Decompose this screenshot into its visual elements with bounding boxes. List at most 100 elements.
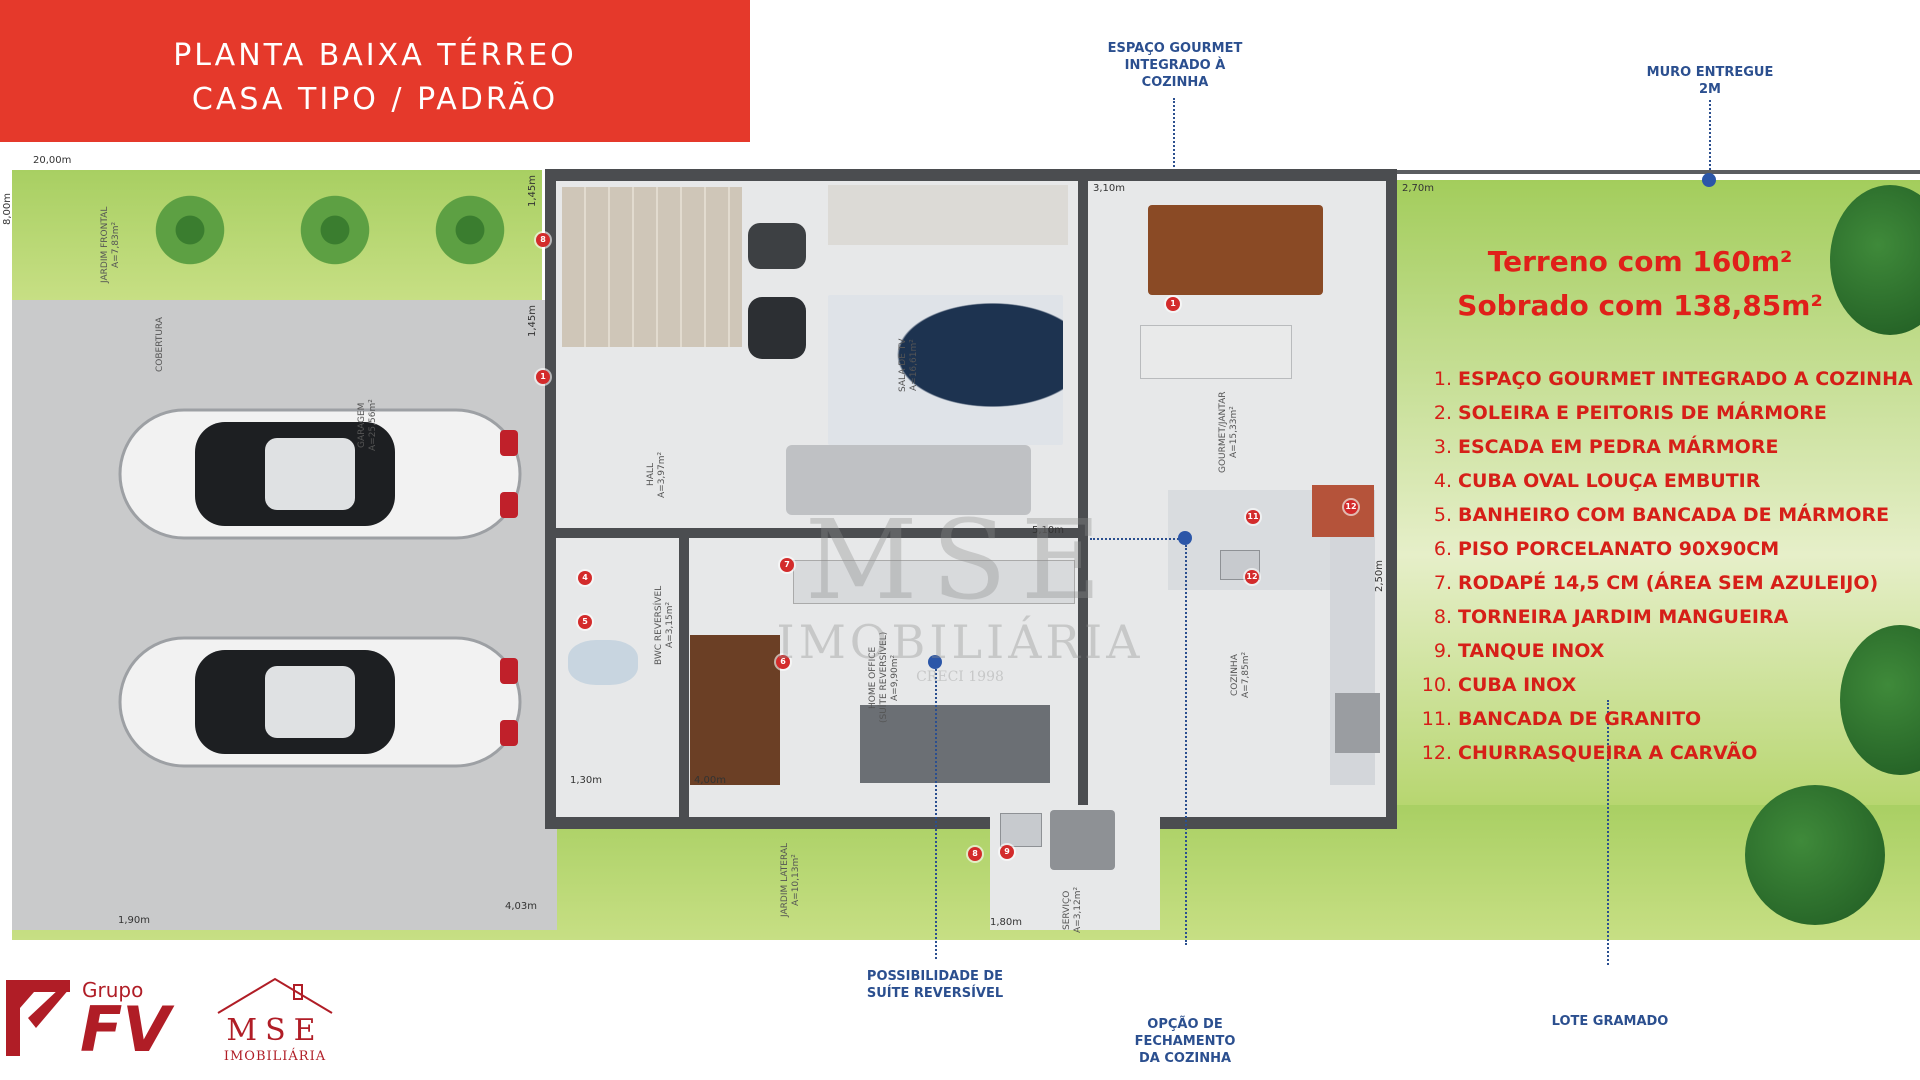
- kitchen-closing-dot: [1178, 531, 1192, 545]
- plan-marker-8b: 8: [968, 847, 982, 861]
- feature-text: CHURRASQUEIRA A CARVÃO: [1458, 742, 1758, 764]
- summary-sobrado: Sobrado com 138,85m²: [1457, 289, 1823, 322]
- feature-item: 9.TANQUE INOX: [1418, 634, 1918, 668]
- feature-item: 4.CUBA OVAL LOUÇA EMBUTIR: [1418, 464, 1918, 498]
- dining-table: [1148, 205, 1323, 295]
- feature-text: TORNEIRA JARDIM MANGUEIRA: [1458, 606, 1789, 628]
- title-banner: PLANTA BAIXA TÉRREO CASA TIPO / PADRÃO: [0, 0, 750, 142]
- room-hall-area: A=3,97m²: [657, 451, 667, 499]
- plan-marker-1b: 1: [1166, 297, 1180, 311]
- cooktop: [1335, 693, 1380, 753]
- callout-espaco-gourmet-l3: COZINHA: [1141, 75, 1209, 90]
- room-gourmet-name: GOURMET/JANTAR: [1218, 391, 1228, 474]
- feature-number: 1.: [1433, 368, 1452, 390]
- callout-suite-l2: SUÍTE REVERSÍVEL: [866, 986, 1004, 1001]
- barbecue: [1312, 485, 1374, 537]
- feature-text: PISO PORCELANATO 90X90CM: [1458, 538, 1780, 560]
- plan-marker-4: 4: [578, 571, 592, 585]
- feature-number: 9.: [1433, 640, 1452, 662]
- feature-item: 11.BANCADA DE GRANITO: [1418, 702, 1918, 736]
- tv-panel: [828, 185, 1068, 245]
- callout-fechamento-l2: FECHAMENTO: [1134, 1034, 1236, 1049]
- title-line-1: PLANTA BAIXA TÉRREO: [173, 38, 577, 73]
- garage-area: [12, 300, 557, 930]
- dim-2-70: 2,70m: [1402, 183, 1435, 194]
- fv-logo-word: FV: [80, 993, 171, 1066]
- plan-marker-1: 1: [536, 370, 550, 384]
- suite-leader: [935, 669, 937, 959]
- callout-fechamento-l1: OPÇÃO DE: [1147, 1017, 1223, 1032]
- watermark-creci: CRECI 1998: [916, 669, 1004, 685]
- feature-text: CUBA OVAL LOUÇA EMBUTIR: [1458, 470, 1761, 492]
- office-cabinet: [860, 705, 1050, 783]
- feature-item: 1.ESPAÇO GOURMET INTEGRADO A COZINHA: [1418, 362, 1918, 396]
- kitchen-closing-line: [1090, 538, 1190, 540]
- watermark: MSE IMOBILIÁRIA CRECI 1998: [720, 505, 1200, 685]
- plan-marker-7: 7: [780, 558, 794, 572]
- car-1: [118, 408, 522, 540]
- palm-3: [430, 190, 510, 270]
- marble-island: [1140, 325, 1292, 379]
- callout-suite: POSSIBILIDADE DE SUÍTE REVERSÍVEL: [840, 968, 1030, 1002]
- callout-suite-l1: POSSIBILIDADE DE: [866, 969, 1004, 984]
- dim-left-height: 8,00m: [2, 193, 13, 226]
- lote-leader: [1607, 700, 1609, 965]
- armchair-1: [748, 223, 806, 269]
- dim-1-80: 1,80m: [990, 917, 1023, 928]
- dim-4-03: 4,03m: [505, 901, 538, 912]
- room-servico-name: SERVIÇO: [1062, 890, 1072, 930]
- room-sala-tv-name: SALA DE TV: [898, 338, 908, 392]
- feature-number: 6.: [1433, 538, 1452, 560]
- feature-number: 3.: [1433, 436, 1452, 458]
- feature-text: SOLEIRA E PEITORIS DE MÁRMORE: [1458, 402, 1827, 424]
- sofa: [786, 445, 1031, 515]
- dim-2-50: 2,50m: [1374, 560, 1385, 593]
- plan-marker-5: 5: [578, 615, 592, 629]
- summary-block: Terreno com 160m² Sobrado com 138,85m²: [1430, 240, 1850, 328]
- muro-marker-dot: [1702, 173, 1716, 187]
- room-cozinha-area: A=7,85m²: [1241, 651, 1251, 699]
- room-garagem-name: GARAGEM: [357, 402, 367, 448]
- dim-5-10: 5,10m: [1032, 525, 1065, 536]
- callout-muro-leader: [1709, 100, 1711, 178]
- summary-terreno: Terreno com 160m²: [1487, 245, 1793, 278]
- feature-item: 8.TORNEIRA JARDIM MANGUEIRA: [1418, 600, 1918, 634]
- dim-3-10: 3,10m: [1093, 183, 1126, 194]
- feature-text: BANCADA DE GRANITO: [1458, 708, 1702, 730]
- callout-muro: MURO ENTREGUE 2M: [1620, 64, 1800, 98]
- room-banheiro-area: A=3,15m²: [665, 601, 675, 649]
- callout-muro-l2: 2M: [1699, 82, 1721, 97]
- feature-text: CUBA INOX: [1458, 674, 1577, 696]
- mse-logo-name: MSE: [226, 1013, 324, 1048]
- callout-espaco-gourmet-l2: INTEGRADO À: [1124, 58, 1226, 73]
- mse-logo: MSE IMOBILIÁRIA: [210, 975, 340, 1075]
- feature-item: 6. PISO PORCELANATO 90X90CM: [1418, 532, 1918, 566]
- feature-number: 2.: [1433, 402, 1452, 424]
- marble-stairs: [562, 187, 742, 347]
- armchair-2: [748, 297, 806, 359]
- fv-logo-group: Grupo: [82, 978, 144, 1002]
- plan-marker-12: 12: [1245, 570, 1259, 584]
- dim-1-45: 1,45m: [527, 175, 538, 208]
- title-line-2: CASA TIPO / PADRÃO: [191, 82, 559, 117]
- room-garagem-area: A=25,56m²: [368, 399, 378, 451]
- plan-marker-8: 8: [536, 233, 550, 247]
- callout-lote: LOTE GRAMADO: [1551, 1014, 1669, 1029]
- house-roof-icon: [217, 977, 333, 1014]
- dim-1-90: 1,90m: [118, 915, 151, 926]
- office-shelf: [793, 560, 1075, 604]
- plan-marker-9: 9: [1000, 845, 1014, 859]
- room-sala-tv-area: A=16,61m²: [909, 339, 919, 391]
- feature-item: 3.ESCADA EM PEDRA MÁRMORE: [1418, 430, 1918, 464]
- callout-fechamento: OPÇÃO DE FECHAMENTO DA COZINHA: [1110, 1016, 1260, 1067]
- dim-1-45b: 1,45m: [527, 305, 538, 338]
- palm-1: [150, 190, 230, 270]
- boundary-wall: [1395, 170, 1920, 174]
